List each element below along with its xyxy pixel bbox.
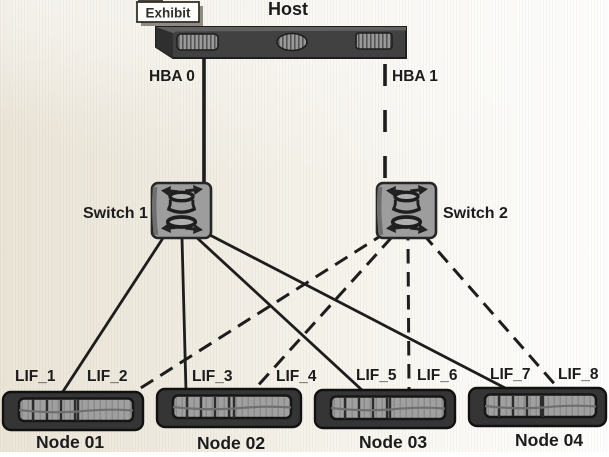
svg-text:LIF_7: LIF_7 (490, 366, 530, 383)
svg-text:Switch 1: Switch 1 (83, 205, 148, 222)
svg-text:LIF_1: LIF_1 (15, 368, 56, 385)
svg-text:Host: Host (268, 0, 308, 19)
svg-text:Node 04: Node 04 (515, 430, 583, 450)
svg-text:LIF_6: LIF_6 (417, 367, 458, 384)
svg-text:Switch 2: Switch 2 (443, 205, 508, 222)
svg-text:Node 01: Node 01 (36, 432, 104, 452)
svg-text:LIF_3: LIF_3 (192, 368, 233, 385)
svg-text:LIF_4: LIF_4 (276, 368, 317, 385)
svg-text:Node 03: Node 03 (359, 432, 427, 452)
svg-text:LIF_5: LIF_5 (356, 367, 397, 384)
svg-text:LIF_8: LIF_8 (558, 366, 599, 383)
svg-text:HBA 0: HBA 0 (149, 68, 195, 85)
svg-text:Node 02: Node 02 (197, 433, 265, 452)
svg-text:LIF_2: LIF_2 (87, 368, 127, 385)
svg-text:HBA 1: HBA 1 (392, 68, 438, 85)
svg-text:Exhibit: Exhibit (145, 6, 191, 21)
